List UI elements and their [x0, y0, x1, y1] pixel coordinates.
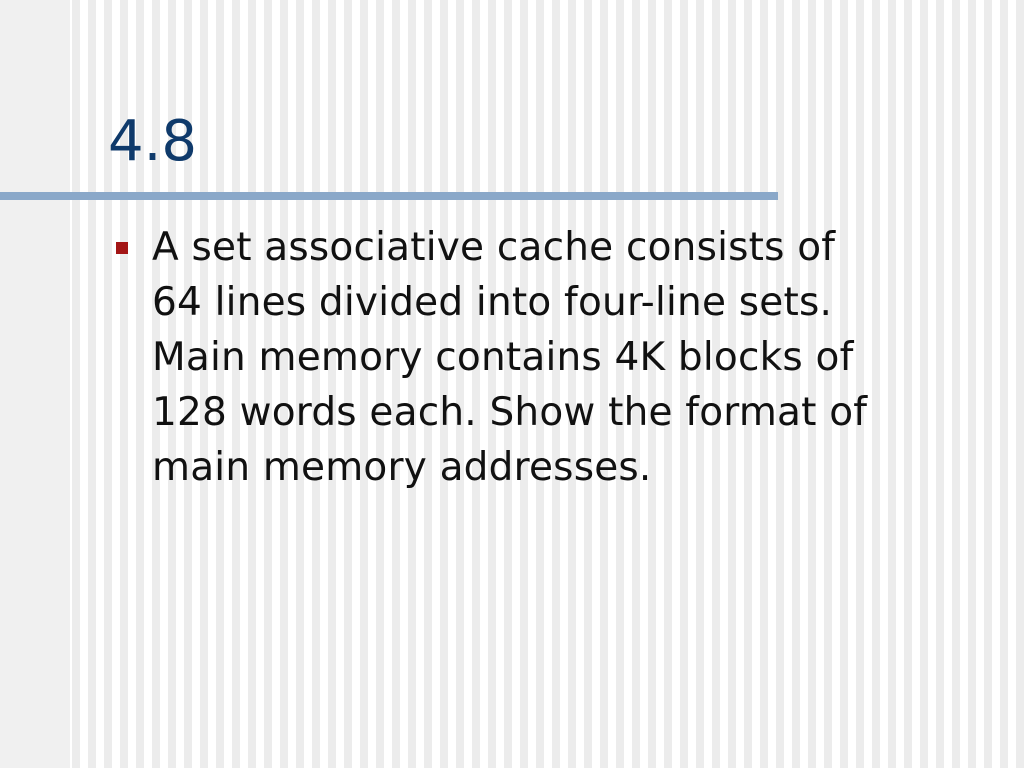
slide-title: 4.8 — [108, 109, 198, 174]
bullet-list: A set associative cache consists of 64 l… — [116, 220, 996, 495]
bullet-text-line-5: main memory addresses. — [152, 445, 652, 490]
bullet-text-line-2: 64 lines divided into four-line sets. — [152, 280, 833, 325]
bullet-text-line-3: Main memory contains 4K blocks of — [152, 335, 854, 380]
title-underline — [0, 192, 778, 200]
bullet-text-line-4: 128 words each. Show the format of — [152, 390, 868, 435]
bullet-text-line-1: A set associative cache consists of — [152, 225, 836, 270]
bullet-item: A set associative cache consists of 64 l… — [116, 220, 996, 495]
square-bullet-icon — [116, 242, 128, 254]
background-stripes — [0, 0, 70, 768]
